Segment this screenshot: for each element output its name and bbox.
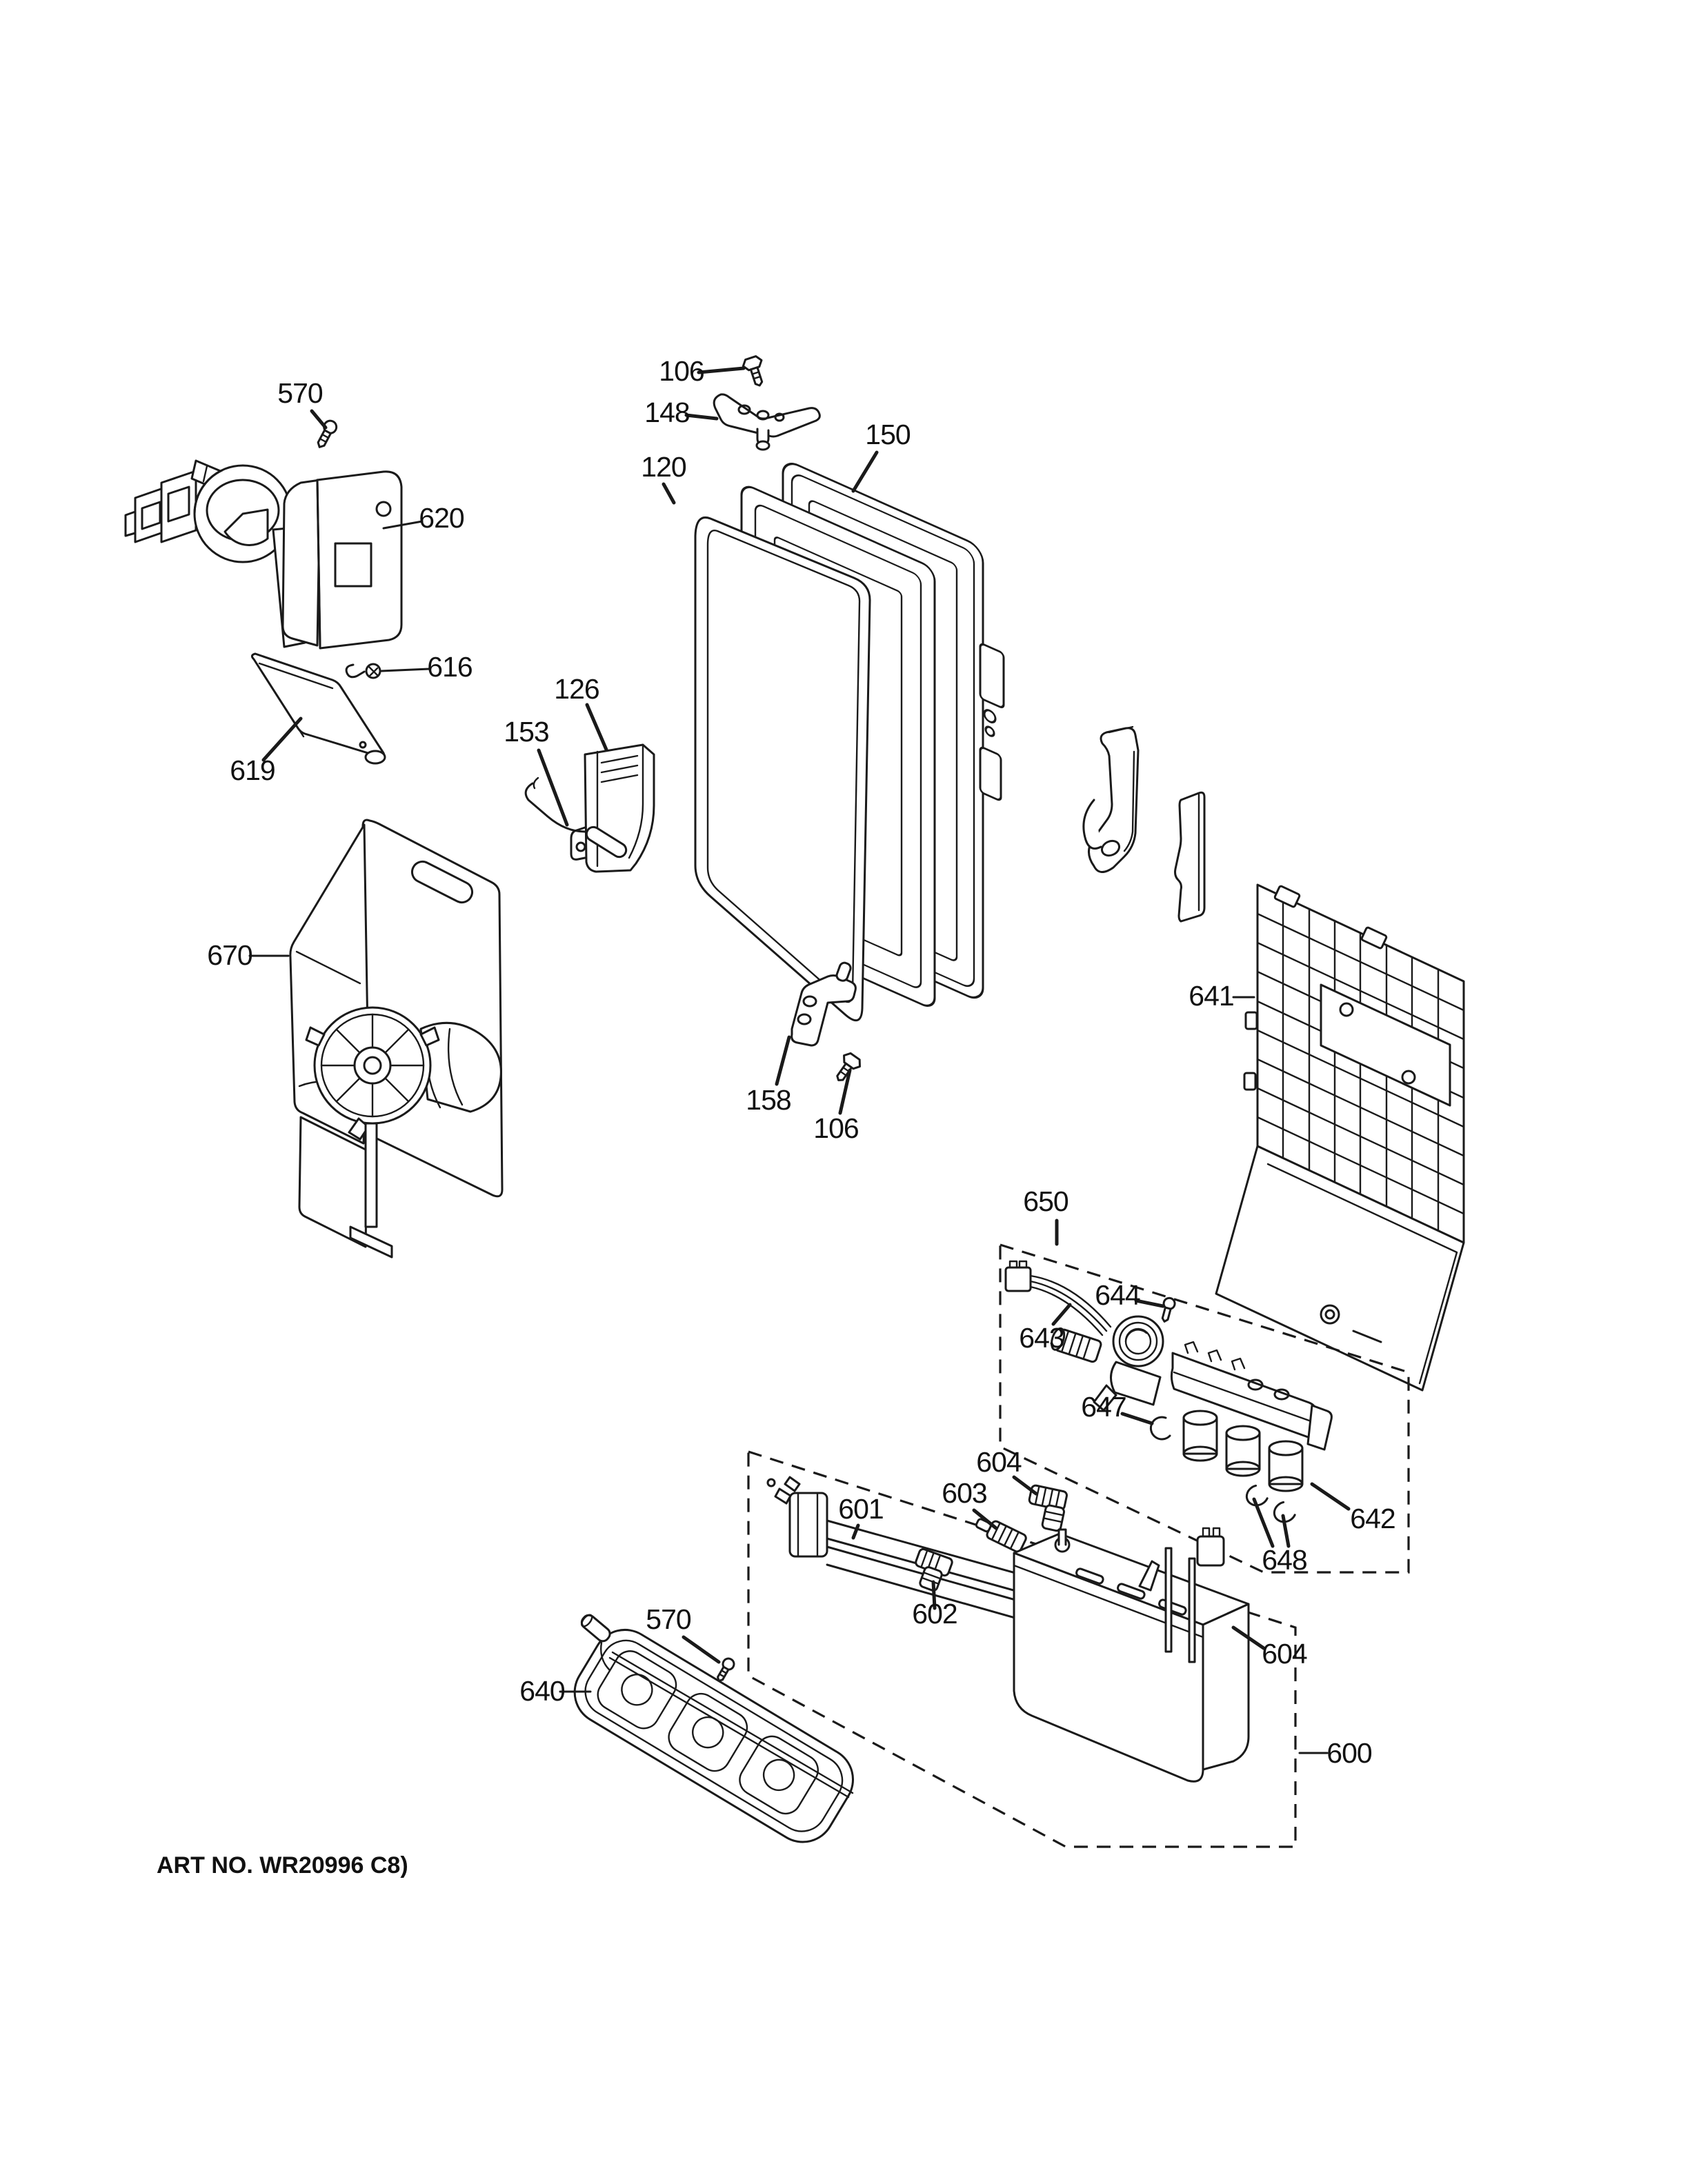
leader-648: [1252, 1497, 1275, 1548]
leader-150: [851, 450, 879, 493]
callout-601: 601: [838, 1493, 883, 1525]
door-gasket-120: [694, 517, 871, 1022]
clip-648-a: [1245, 1484, 1269, 1507]
harness-643: [1004, 1260, 1112, 1336]
ice-maker-assembly: [124, 459, 403, 650]
leader-106-bottom: [838, 1068, 852, 1115]
ice-tray-640: [573, 1614, 855, 1843]
art-number: ART NO. WR20996 C8): [157, 1852, 408, 1879]
leader-126: [585, 703, 608, 752]
leader-153: [537, 748, 569, 827]
callout-670: 670: [207, 939, 252, 971]
screw-570-bottom: [717, 1657, 735, 1682]
callout-602: 602: [912, 1598, 957, 1630]
callout-640: 640: [519, 1675, 565, 1707]
screw-616: [345, 663, 381, 679]
callout-150: 150: [865, 419, 911, 450]
bracket-148: [713, 393, 821, 451]
ice-bucket-670: [289, 819, 504, 1259]
leader-570-top: [310, 409, 328, 430]
clip-647: [1149, 1416, 1171, 1441]
leader-644: [1134, 1299, 1165, 1308]
screw-644: [1161, 1296, 1176, 1323]
shim-124: [1174, 791, 1206, 923]
leader-601: [851, 1523, 860, 1540]
leader-120: [662, 482, 676, 505]
leader-158: [775, 1035, 791, 1086]
leader-602: [931, 1580, 937, 1610]
bracket-158: [791, 961, 857, 1047]
water-valve-assembly: [1051, 1315, 1333, 1492]
callout-120: 120: [641, 451, 686, 483]
screw-106-bottom: [836, 1052, 861, 1081]
callout-603: 603: [942, 1477, 986, 1509]
callout-620: 620: [419, 502, 464, 534]
callout-643: 643: [1019, 1322, 1064, 1354]
leader-642: [1310, 1482, 1351, 1511]
deflector-plate-619: [250, 652, 386, 765]
callout-650: 650: [1023, 1185, 1068, 1217]
callout-153: 153: [504, 716, 548, 748]
water-tube-153: [524, 777, 628, 859]
evaporator-cover-641: [1215, 883, 1465, 1392]
leader-648-1: [1281, 1514, 1291, 1548]
screw-106-top: [742, 355, 764, 387]
callout-158: 158: [746, 1084, 791, 1116]
callout-642: 642: [1350, 1503, 1395, 1534]
water-tank-600: [1013, 1527, 1250, 1783]
leader-570-bottom: [682, 1635, 721, 1664]
callout-641: 641: [1189, 980, 1233, 1012]
leader-619: [261, 717, 303, 762]
leader-620: [382, 520, 424, 530]
fitting-604-top: [1028, 1484, 1068, 1532]
callout-647: 647: [1081, 1391, 1126, 1423]
fitting-603: [975, 1518, 1027, 1553]
leader-603: [972, 1508, 998, 1530]
leader-106-top: [697, 366, 746, 374]
leader-643: [1051, 1303, 1072, 1326]
leader-148: [684, 413, 719, 421]
callout-600: 600: [1326, 1737, 1372, 1769]
callout-570-top: 570: [277, 377, 323, 409]
latch-121: [1082, 725, 1140, 873]
leader-604-top: [1012, 1475, 1038, 1496]
fitting-602: [915, 1547, 953, 1592]
callout-604-right: 604: [1262, 1638, 1307, 1670]
callout-648: 648: [1262, 1544, 1307, 1576]
clip-648-b: [1273, 1501, 1296, 1523]
screw-570-top: [317, 419, 338, 448]
callout-604-top: 604: [976, 1446, 1022, 1478]
group-650-boundary: [999, 1243, 1410, 1574]
callout-619: 619: [230, 754, 275, 786]
leader-647: [1120, 1412, 1154, 1425]
callout-106-top: 106: [659, 355, 704, 387]
callout-644: 644: [1095, 1279, 1140, 1311]
callout-570-bottom: 570: [646, 1603, 691, 1635]
callout-126: 126: [554, 673, 599, 705]
callout-106-bottom: 106: [813, 1112, 858, 1144]
callout-148: 148: [644, 397, 690, 428]
leader-616: [380, 668, 430, 672]
leader-604-right: [1231, 1625, 1266, 1650]
callout-616: 616: [427, 651, 472, 683]
